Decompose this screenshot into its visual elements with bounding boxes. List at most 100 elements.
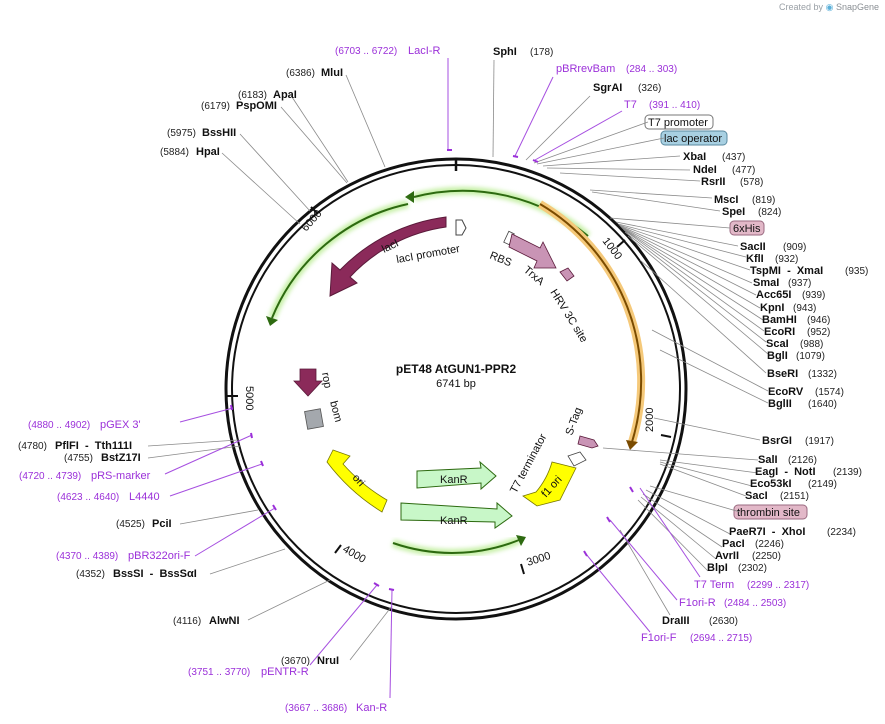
site-pos: (3670) xyxy=(281,656,310,667)
thrombin-label: thrombin site xyxy=(737,507,800,519)
site-name: EagI - NotI xyxy=(755,466,816,478)
site-pos: (4116) xyxy=(173,616,201,627)
watermark-prefix: Created by xyxy=(779,2,824,12)
laci-promoter-label: lacI promoter xyxy=(395,243,461,266)
leader-lines-left xyxy=(147,74,393,661)
site-pos: (946) xyxy=(807,315,830,326)
kanr-arrow-2 xyxy=(400,501,513,529)
lac-operator-label: lac operator xyxy=(664,133,722,145)
leader-lines-right xyxy=(492,59,769,616)
site-name: SpeI xyxy=(722,206,745,218)
plasmid-name: pET48 AtGUN1-PPR2 xyxy=(396,362,517,376)
plasmid-length: 6741 bp xyxy=(436,378,476,390)
laci-promoter-feature xyxy=(455,219,467,236)
hrv-feature xyxy=(559,267,575,282)
bom-feature xyxy=(304,408,324,430)
site-name: SgrAI xyxy=(593,82,622,94)
site-pos: (2246) xyxy=(755,539,784,550)
site-name: PflFI - Tth111I xyxy=(55,440,132,452)
site-name: KflI xyxy=(746,253,764,265)
site-pos: (2126) xyxy=(788,455,817,466)
ori-feature xyxy=(326,449,388,513)
rop-label: rop xyxy=(319,371,334,389)
site-pos: (1917) xyxy=(805,436,834,447)
primer-name: pRS-marker xyxy=(91,470,151,482)
site-name: NdeI xyxy=(693,164,717,176)
site-name: DraIII xyxy=(662,615,690,627)
tick-label-4000: 4000 xyxy=(341,543,368,566)
site-name: EcoRV xyxy=(768,386,804,398)
site-pos: (5975) xyxy=(167,128,196,139)
site-name: HpaI xyxy=(196,146,220,158)
site-name: BstZ17I xyxy=(101,452,141,464)
site-pos: (2149) xyxy=(808,479,837,490)
thrombin-box xyxy=(733,504,808,520)
site-pos: (2151) xyxy=(780,491,809,502)
primer-name: T7 xyxy=(624,99,637,111)
watermark-brand: SnapGene xyxy=(835,2,879,12)
primer-leaders xyxy=(164,58,701,699)
his6-label: 6xHis xyxy=(733,223,761,235)
site-pos: (2234) xyxy=(827,527,856,538)
site-pos: (6386) xyxy=(286,68,315,79)
site-name: PacI xyxy=(722,538,745,550)
s-tag-label: S-Tag xyxy=(564,406,585,437)
site-name: ApaI xyxy=(273,89,297,101)
primer-name: L4440 xyxy=(129,491,160,503)
site-name: PciI xyxy=(152,518,172,530)
site-pos: (178) xyxy=(530,47,553,58)
site-name: SacI xyxy=(745,490,768,502)
site-pos: (6179) xyxy=(201,101,230,112)
site-pos: (4352) xyxy=(76,569,105,580)
watermark: Created by ◉ SnapGene xyxy=(779,2,879,13)
s-tag-feature xyxy=(577,435,599,449)
site-pos: (1079) xyxy=(796,351,825,362)
site-pos: (4755) xyxy=(64,453,93,464)
site-name: SphI xyxy=(493,46,517,58)
site-pos: (1640) xyxy=(808,399,837,410)
site-name: MscI xyxy=(714,194,738,206)
site-pos: (909) xyxy=(783,242,806,253)
site-name: SacII xyxy=(740,241,766,253)
site-pos: (578) xyxy=(740,177,763,188)
primer-name: pBR322ori-F xyxy=(128,550,191,562)
tick-label-2000: 2000 xyxy=(644,408,656,432)
site-pos: (477) xyxy=(732,165,755,176)
site-name: BamHI xyxy=(762,314,797,326)
site-pos: (2250) xyxy=(752,551,781,562)
rop-feature xyxy=(293,368,323,397)
site-name: EcoRI xyxy=(764,326,795,338)
backbone-outer xyxy=(224,157,688,621)
primer-pos: (2484 .. 2503) xyxy=(724,598,786,609)
site-name: ScaI xyxy=(766,338,789,350)
site-name: KpnI xyxy=(760,302,784,314)
primer-name: F1ori-F xyxy=(641,632,677,644)
primer-pos: (6703 .. 6722) xyxy=(335,46,397,57)
site-name: BglII xyxy=(768,398,792,410)
primer-markers xyxy=(230,149,634,591)
primer-name: T7 Term xyxy=(694,579,734,591)
f1-ori-feature xyxy=(522,461,577,507)
site-pos: (935) xyxy=(845,266,868,277)
site-pos: (937) xyxy=(788,278,811,289)
primer-name: Kan-R xyxy=(356,702,387,714)
site-name: Eco53kI xyxy=(750,478,792,490)
primer-pos: (4880 .. 4902) xyxy=(28,420,90,431)
hrv-label: HRV 3C site xyxy=(547,287,589,345)
site-name: BlpI xyxy=(707,562,728,574)
primer-name: LacI-R xyxy=(408,45,440,57)
primer-pos: (4623 .. 4640) xyxy=(57,492,119,503)
bom-label: bom xyxy=(327,400,344,424)
site-pos: (4780) xyxy=(18,441,47,452)
site-name: TspMI - XmaI xyxy=(750,265,823,277)
site-name: BssSI - BssSαI xyxy=(113,568,197,580)
green-arc-left xyxy=(268,200,409,320)
primer-pos: (2694 .. 2715) xyxy=(690,633,752,644)
site-pos: (4525) xyxy=(116,519,145,530)
site-pos: (824) xyxy=(758,207,781,218)
primer-name: pENTR-R xyxy=(261,666,309,678)
site-pos: (2139) xyxy=(833,467,862,478)
site-pos: (326) xyxy=(638,83,661,94)
tick-label-5000: 5000 xyxy=(243,386,255,410)
site-name: MluI xyxy=(321,67,343,79)
